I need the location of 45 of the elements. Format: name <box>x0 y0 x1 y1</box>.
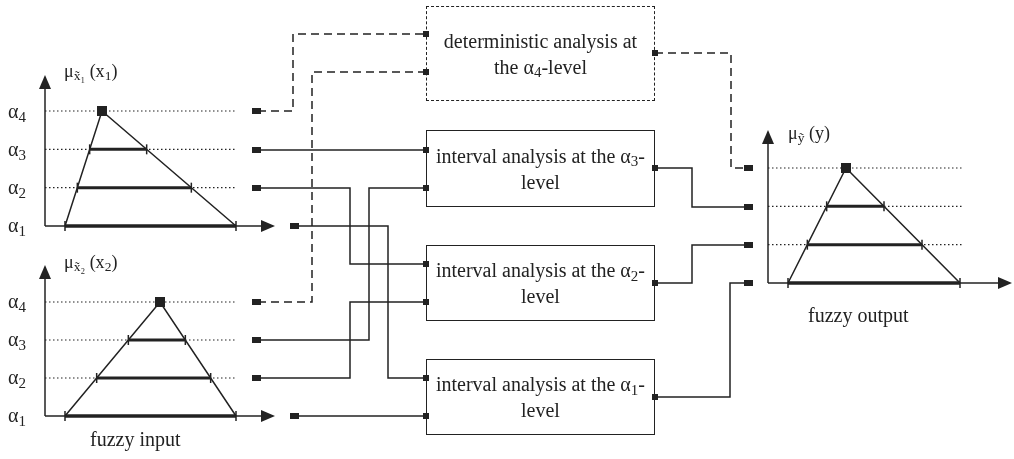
connector-line <box>652 242 750 286</box>
port-square <box>747 242 753 248</box>
connector-line <box>652 165 750 210</box>
connector-line <box>652 50 750 171</box>
axis-label: μ$_{x̃₁}$ (x$_{1}$) <box>64 62 118 82</box>
axis-label: α$_{4}$ <box>8 290 26 312</box>
port-square <box>252 185 258 191</box>
box-label: interval analysis at the α$_{1}$-level <box>435 372 646 423</box>
axis-label: fuzzy output <box>808 304 909 326</box>
connector-line <box>255 147 429 153</box>
port-square <box>747 204 753 210</box>
axis-label: μ$_{x̃₂}$ (x$_{2}$) <box>64 253 118 273</box>
process-box <box>426 245 655 321</box>
axis-label: α$_{1}$ <box>8 404 26 426</box>
port-square <box>252 375 258 381</box>
port-square <box>252 147 258 153</box>
connector-line <box>293 223 429 381</box>
axis-label: fuzzy input <box>90 428 181 450</box>
axis-label: α$_{2}$ <box>8 366 26 388</box>
box-label: interval analysis at the α$_{2}$-level <box>435 258 646 309</box>
port-square <box>252 337 258 343</box>
connector-line <box>255 185 429 267</box>
port-square <box>747 165 753 171</box>
port-square <box>290 223 296 229</box>
axis-label: α$_{3}$ <box>8 138 26 160</box>
box-label: deterministic analysis at the α$_{4}$-level <box>442 28 639 80</box>
axis-label: α$_{2}$ <box>8 176 26 198</box>
connector-line <box>293 413 429 419</box>
port-square <box>290 413 296 419</box>
process-box <box>426 130 655 207</box>
connector-line <box>255 185 429 343</box>
port-square <box>252 108 258 114</box>
box-label: interval analysis at the α$_{3}$-level <box>435 143 646 195</box>
axis-label: α$_{1}$ <box>8 214 26 236</box>
connector-line <box>652 280 750 400</box>
axis-label: α$_{4}$ <box>8 100 26 122</box>
port-square <box>747 280 753 286</box>
axis-label: μ$_{ỹ}$ (y) <box>788 124 830 144</box>
axis-label: α$_{3}$ <box>8 328 26 350</box>
connector-line <box>255 69 429 305</box>
process-box <box>426 359 655 435</box>
connector-line <box>255 31 429 114</box>
connector-line <box>255 299 429 381</box>
port-square <box>252 299 258 305</box>
process-box <box>426 6 655 101</box>
